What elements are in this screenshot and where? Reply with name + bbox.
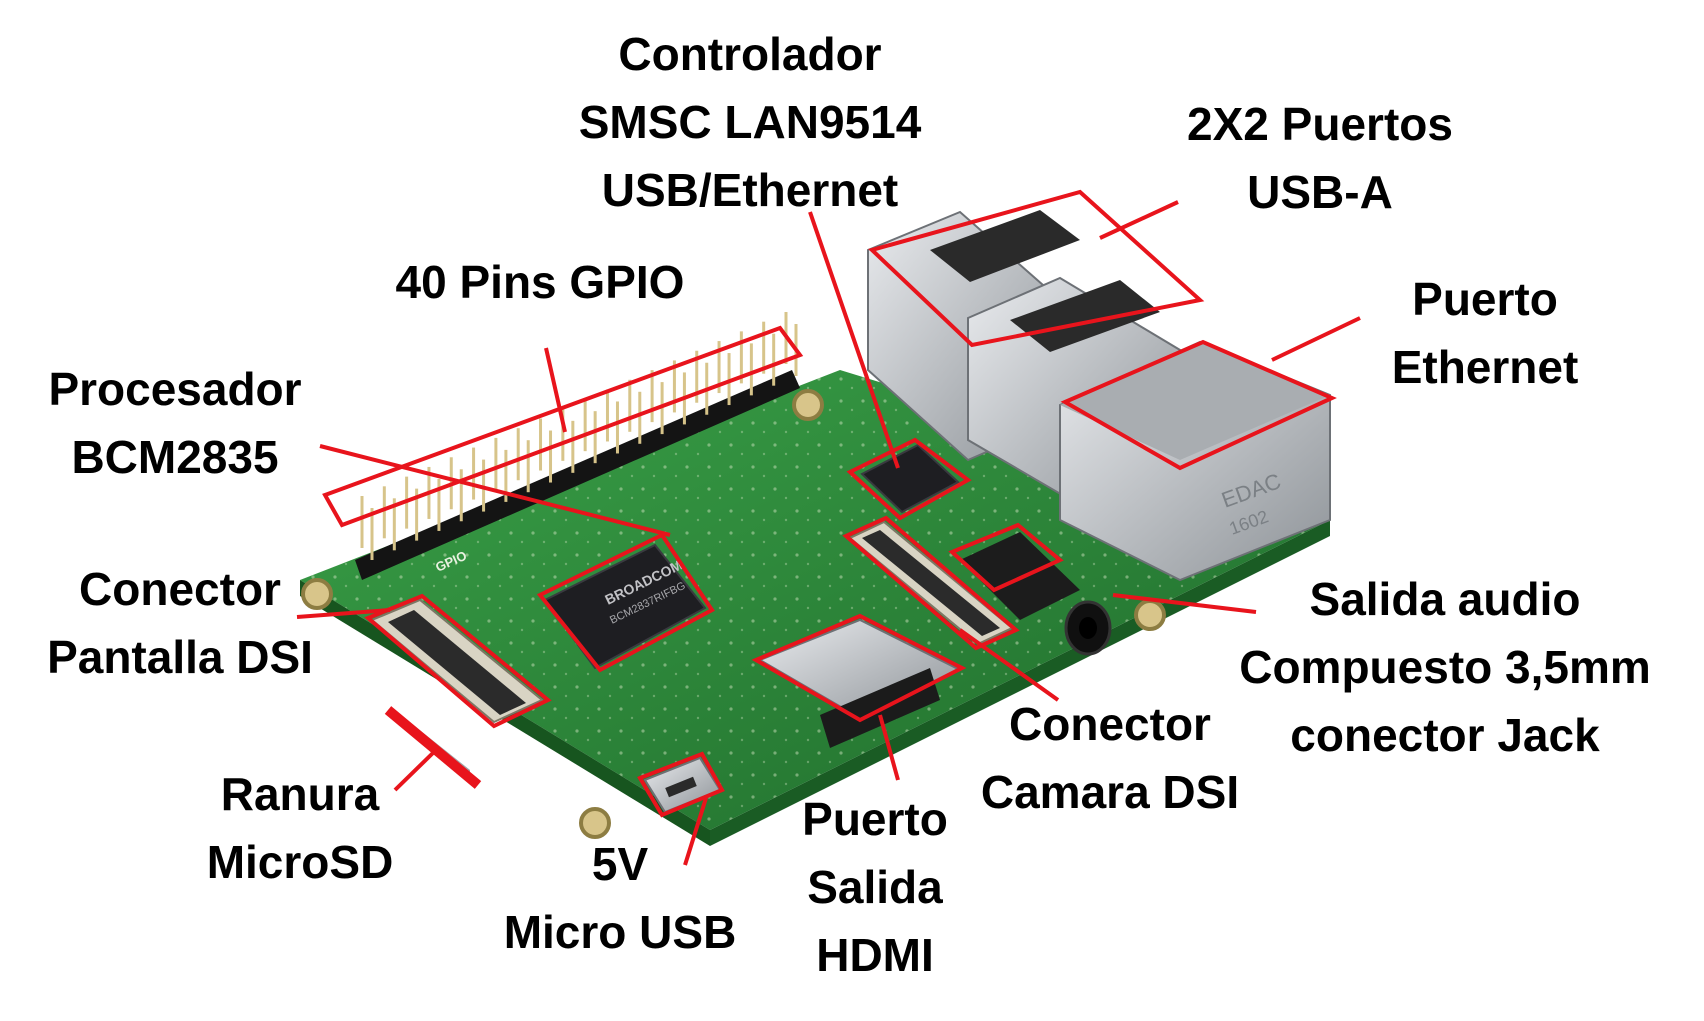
label-procesador-line1: Procesador bbox=[48, 363, 302, 415]
label-dsi-display: Conector Pantalla DSI bbox=[30, 555, 330, 691]
micro-usb-highlight bbox=[637, 751, 725, 818]
leader-lines bbox=[296, 200, 1361, 866]
lan-chip bbox=[860, 443, 960, 514]
gpio-highlight bbox=[322, 325, 804, 528]
label-microsd: Ranura MicroSD bbox=[175, 760, 425, 896]
processor-chip: BROADCOM BCM2837RIFBG bbox=[543, 543, 707, 670]
label-dsi-display-line1: Conector bbox=[79, 563, 281, 615]
label-audio-line3: conector Jack bbox=[1290, 709, 1600, 761]
label-camara: Conector Camara DSI bbox=[965, 690, 1255, 826]
camera-highlight bbox=[842, 515, 1020, 651]
gpio-leader bbox=[544, 347, 567, 433]
label-hdmi-line1: Puerto bbox=[802, 793, 948, 845]
audio-highlight bbox=[948, 522, 1064, 593]
label-ethernet-line1: Puerto bbox=[1412, 273, 1558, 325]
label-dsi-display-line2: Pantalla DSI bbox=[47, 631, 313, 683]
camera-leader bbox=[958, 628, 1060, 702]
label-procesador: Procesador BCM2835 bbox=[35, 355, 315, 491]
ethernet-leader bbox=[1271, 316, 1361, 362]
usb-highlight bbox=[868, 189, 1205, 348]
dsi-display-highlight bbox=[364, 593, 552, 729]
label-usb-line2: USB-A bbox=[1247, 166, 1393, 218]
power-leader bbox=[683, 797, 708, 866]
microsd-marker bbox=[384, 706, 482, 789]
microsd-leader bbox=[393, 748, 438, 792]
processor-highlight bbox=[536, 532, 715, 673]
label-microsd-line2: MicroSD bbox=[206, 836, 394, 888]
hdmi-highlight bbox=[751, 613, 967, 723]
label-power-line1: 5V bbox=[591, 838, 649, 890]
audio-leader bbox=[1112, 593, 1257, 614]
label-ethernet-line2: Ethernet bbox=[1391, 341, 1579, 393]
label-usb: 2X2 Puertos USB-A bbox=[1140, 90, 1500, 226]
dsi-display-leader bbox=[296, 608, 391, 619]
label-gpio-line1: 40 Pins GPIO bbox=[395, 256, 685, 308]
label-controlador: Controlador SMSC LAN9514 USB/Ethernet bbox=[540, 20, 960, 224]
label-hdmi: Puerto Salida HDMI bbox=[780, 785, 970, 989]
label-controlador-line2: SMSC LAN9514 bbox=[578, 96, 922, 148]
label-audio-line2: Compuesto 3,5mm bbox=[1239, 641, 1651, 693]
dsi-display-connector bbox=[370, 598, 544, 724]
hdmi-leader bbox=[878, 714, 900, 781]
label-usb-line1: 2X2 Puertos bbox=[1187, 98, 1453, 150]
label-controlador-line1: Controlador bbox=[618, 28, 882, 80]
label-controlador-line3: USB/Ethernet bbox=[601, 164, 899, 216]
label-audio-line1: Salida audio bbox=[1309, 573, 1581, 625]
processor-leader bbox=[319, 444, 671, 537]
label-power: 5V Micro USB bbox=[490, 830, 750, 966]
label-hdmi-line2: Salida bbox=[807, 861, 943, 913]
label-gpio: 40 Pins GPIO bbox=[370, 248, 710, 316]
label-ethernet: Puerto Ethernet bbox=[1355, 265, 1615, 401]
label-audio: Salida audio Compuesto 3,5mm conector Ja… bbox=[1215, 565, 1675, 769]
label-power-line2: Micro USB bbox=[503, 906, 737, 958]
label-microsd-line1: Ranura bbox=[220, 768, 380, 820]
label-camara-line1: Conector bbox=[1009, 698, 1211, 750]
label-procesador-line2: BCM2835 bbox=[71, 431, 279, 483]
lan-leader bbox=[808, 211, 900, 469]
usb-leader bbox=[1099, 200, 1179, 240]
label-hdmi-line3: HDMI bbox=[816, 929, 934, 981]
label-camara-line2: Camara DSI bbox=[980, 766, 1240, 818]
ethernet-highlight bbox=[1060, 339, 1337, 471]
